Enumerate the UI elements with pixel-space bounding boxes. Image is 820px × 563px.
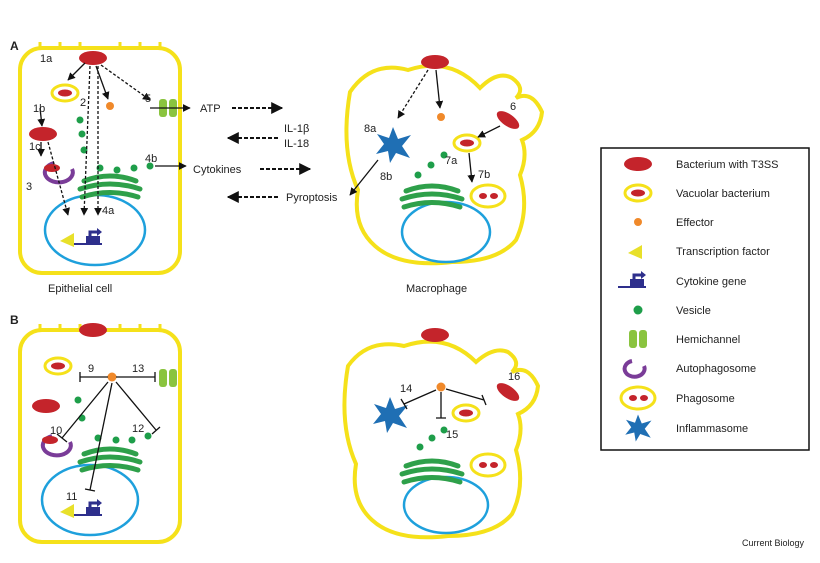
step-10: 10 xyxy=(50,425,62,437)
legend-item-label: Bacterium with T3SS xyxy=(676,159,779,171)
vesicle-icon xyxy=(414,151,448,179)
bacterium-icon xyxy=(421,328,449,342)
legend: Bacterium with T3SS Vacuolar bacterium E… xyxy=(600,147,810,451)
epithelial-cell-label: Epithelial cell xyxy=(48,283,112,295)
bacterium-icon xyxy=(496,111,520,129)
atp-label: ATP xyxy=(200,103,221,115)
vesicle-icon xyxy=(416,426,448,451)
step-1a: 1a xyxy=(40,53,53,65)
signals-a: ATP IL-1β IL-18 Cytokines Pyroptosis xyxy=(193,102,338,204)
step-6: 6 xyxy=(510,101,516,113)
epithelial-cell-b: 9 10 11 12 13 xyxy=(18,323,182,544)
step-2: 2 xyxy=(80,97,86,109)
effector-dot-icon xyxy=(436,382,446,392)
bacterium-icon xyxy=(421,55,449,69)
legend-vesicle-icon xyxy=(633,305,643,315)
bacterium-icon xyxy=(32,399,60,413)
phagosome-icon xyxy=(469,183,507,209)
legend-phagosome-icon xyxy=(619,385,657,411)
macrophage-label: Macrophage xyxy=(406,283,467,295)
legend-item-label: Inflammasome xyxy=(676,423,748,435)
panel-b-label: B xyxy=(10,313,19,327)
step-4a: 4a xyxy=(102,205,115,217)
legend-item-label: Vesicle xyxy=(676,305,711,317)
step-7b: 7b xyxy=(478,169,490,181)
bacterium-icon xyxy=(496,383,520,401)
panel-a-label: A xyxy=(10,39,19,53)
pyroptosis-label: Pyroptosis xyxy=(286,192,338,204)
macrophage-cell-a: 8a 8b 7a 7b 6 xyxy=(344,55,545,266)
macrophage-cell-b: 14 15 16 xyxy=(342,328,541,540)
vacuolar-bacterium-icon xyxy=(50,83,80,103)
nucleus-icon xyxy=(402,475,490,535)
step-9: 9 xyxy=(88,363,94,375)
legend-item-label: Cytokine gene xyxy=(676,276,746,288)
nucleus-icon xyxy=(43,193,147,267)
step-7a: 7a xyxy=(445,155,458,167)
legend-vacuolar-bacterium-icon xyxy=(623,183,653,203)
vesicle-icon xyxy=(76,116,154,174)
il1b-label: IL-1β xyxy=(284,123,309,135)
step-13: 13 xyxy=(132,363,144,375)
step-1b: 1b xyxy=(33,103,45,115)
legend-autophagosome-icon xyxy=(622,359,647,379)
legend-item-label: Phagosome xyxy=(676,393,735,405)
effector-dot-icon xyxy=(437,113,445,121)
effector-dot-icon xyxy=(106,102,114,110)
step-11: 11 xyxy=(66,491,77,503)
vacuolar-bacterium-icon xyxy=(451,403,481,423)
vacuolar-bacterium-icon xyxy=(43,356,73,376)
nucleus-icon xyxy=(400,200,492,264)
legend-effector-dot-icon xyxy=(634,218,642,226)
nucleus-icon xyxy=(40,463,140,537)
il18-label: IL-18 xyxy=(284,138,309,150)
cytokines-label: Cytokines xyxy=(193,164,242,176)
vacuolar-bacterium-icon xyxy=(452,133,482,153)
step-3: 3 xyxy=(26,181,32,193)
bacterium-icon xyxy=(79,323,107,337)
step-1c: 1c xyxy=(29,141,41,153)
phagosome-icon xyxy=(469,452,507,478)
legend-item-label: Effector xyxy=(676,217,714,229)
epithelial-cell-a: 1a 1b 1c 2 3 4a 4b 5 xyxy=(18,42,191,275)
step-15: 15 xyxy=(446,429,458,441)
step-8a: 8a xyxy=(364,123,377,135)
credit: Current Biology xyxy=(742,538,805,548)
step-14: 14 xyxy=(400,383,412,395)
legend-bacterium-icon xyxy=(624,157,652,171)
step-8b: 8b xyxy=(380,171,392,183)
step-5: 5 xyxy=(145,93,151,105)
step-12: 12 xyxy=(132,423,144,435)
bacterium-icon xyxy=(79,51,107,65)
step-4b: 4b xyxy=(145,153,157,165)
step-16: 16 xyxy=(508,371,520,383)
legend-item-label: Autophagosome xyxy=(676,363,756,375)
bacterium-icon xyxy=(29,127,57,141)
effector-dot-icon xyxy=(107,372,117,382)
legend-item-label: Transcription factor xyxy=(676,246,770,258)
legend-item-label: Hemichannel xyxy=(676,334,740,346)
legend-item-label: Vacuolar bacterium xyxy=(676,188,770,200)
